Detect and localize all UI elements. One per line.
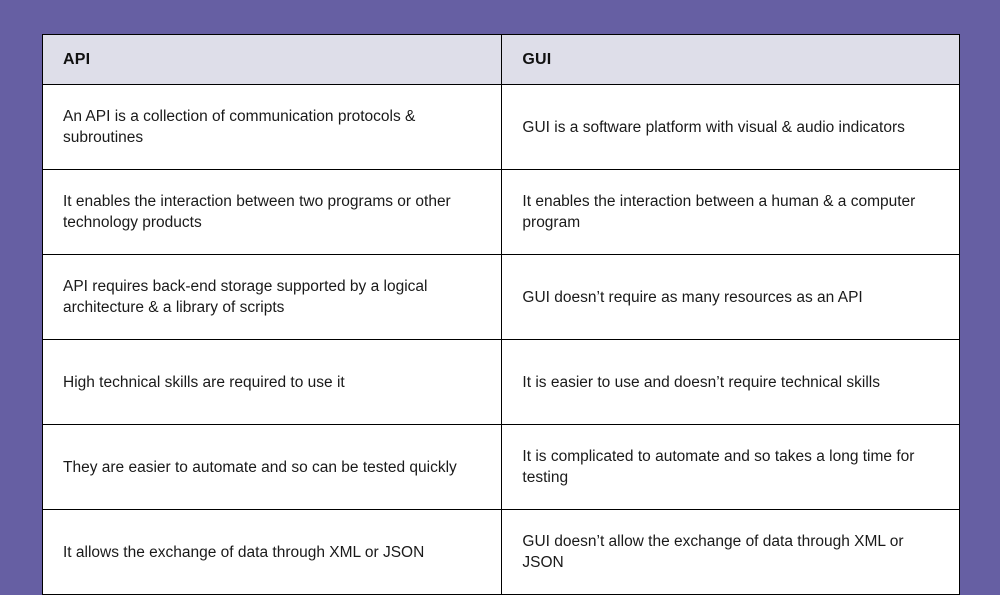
column-header-gui: GUI bbox=[501, 34, 960, 85]
table-row: High technical skills are required to us… bbox=[41, 339, 960, 425]
cell-gui: It is complicated to automate and so tak… bbox=[501, 424, 960, 510]
cell-gui: GUI is a software platform with visual &… bbox=[501, 84, 960, 170]
cell-gui: It enables the interaction between a hum… bbox=[501, 169, 960, 255]
cell-api: It allows the exchange of data through X… bbox=[41, 509, 503, 595]
api-vs-gui-comparison-table: API GUI An API is a collection of commun… bbox=[41, 34, 960, 595]
table-row: They are easier to automate and so can b… bbox=[41, 424, 960, 510]
cell-api: API requires back-end storage supported … bbox=[41, 254, 503, 340]
table-header-row: API GUI bbox=[41, 34, 960, 85]
cell-gui: GUI doesn’t require as many resources as… bbox=[501, 254, 960, 340]
column-header-api: API bbox=[41, 34, 503, 85]
page-root: API GUI An API is a collection of commun… bbox=[41, 34, 960, 595]
table-header: API GUI bbox=[41, 34, 960, 85]
table-row: It enables the interaction between two p… bbox=[41, 169, 960, 255]
cell-api: An API is a collection of communication … bbox=[41, 84, 503, 170]
cell-gui: GUI doesn’t allow the exchange of data t… bbox=[501, 509, 960, 595]
comparison-table-container: API GUI An API is a collection of commun… bbox=[41, 34, 960, 595]
table-body: An API is a collection of communication … bbox=[41, 84, 960, 595]
table-row: API requires back-end storage supported … bbox=[41, 254, 960, 340]
table-row: It allows the exchange of data through X… bbox=[41, 509, 960, 595]
cell-api: It enables the interaction between two p… bbox=[41, 169, 503, 255]
cell-api: They are easier to automate and so can b… bbox=[41, 424, 503, 510]
cell-api: High technical skills are required to us… bbox=[41, 339, 503, 425]
table-row: An API is a collection of communication … bbox=[41, 84, 960, 170]
cell-gui: It is easier to use and doesn’t require … bbox=[501, 339, 960, 425]
